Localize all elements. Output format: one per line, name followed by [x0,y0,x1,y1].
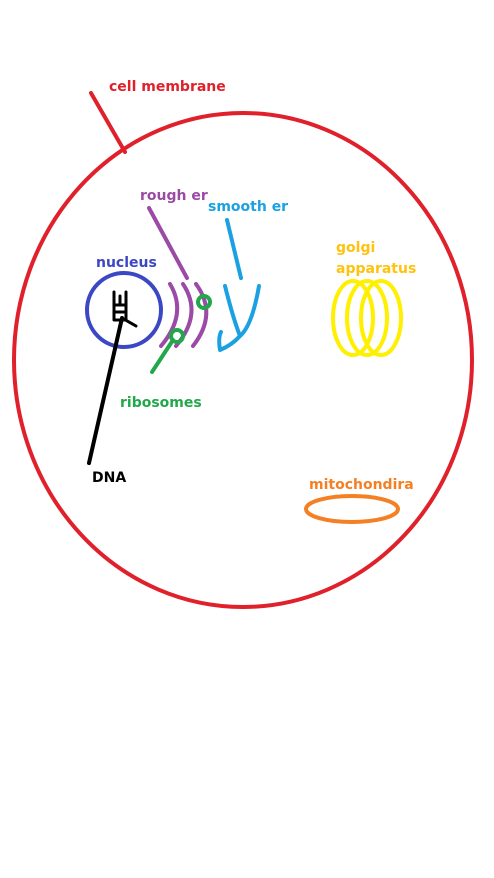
label-dna: DNA [92,470,127,486]
label-cell-membrane: cell membrane [109,79,226,95]
label-mitochondria: mitochondira [309,477,414,493]
nucleus-shape [85,271,163,349]
dna-shape [112,290,138,328]
cell-membrane-shape [12,111,474,609]
label-ribosomes: ribosomes [120,395,202,411]
smooth-er-pointer [225,218,243,280]
dna-pointer [87,316,124,465]
label-golgi-apparatus: apparatus [336,261,417,277]
rough-er-pointer [147,206,189,280]
smooth-er-shape [217,284,261,352]
golgi-shape [331,279,403,357]
label-golgi: golgi [336,240,376,256]
ribosomes-shape [150,294,212,374]
label-rough-er: rough er [140,188,208,204]
label-smooth-er: smooth er [208,199,289,215]
cell-membrane-pointer [89,91,127,154]
label-nucleus: nucleus [96,255,157,271]
mitochondria-shape [304,494,400,524]
